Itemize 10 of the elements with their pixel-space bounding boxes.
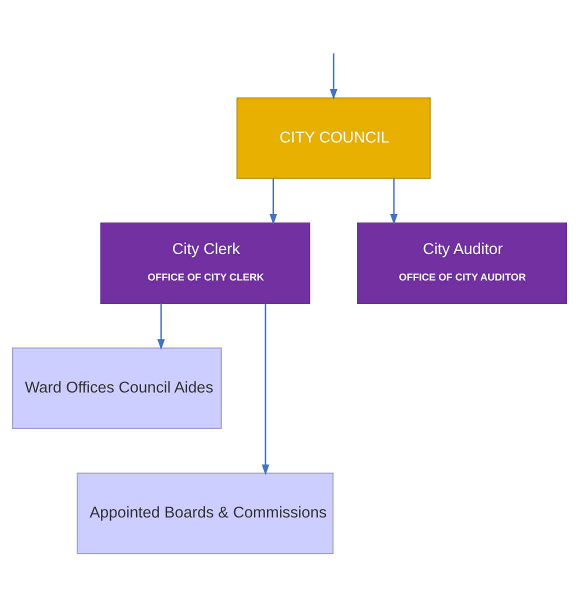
node-box: City Auditor OFFICE OF CITY AUDITOR bbox=[357, 222, 567, 304]
node-box: CITY COUNCIL bbox=[236, 96, 431, 178]
arrow bbox=[270, 178, 278, 224]
node-box: City Clerk OFFICE OF CITY CLERK bbox=[100, 222, 310, 304]
arrow bbox=[390, 178, 398, 224]
arrow bbox=[262, 303, 270, 475]
node-box: Appointed Boards & Commissions bbox=[76, 472, 334, 554]
arrow bbox=[330, 52, 338, 100]
node-box: Ward Offices Council Aides bbox=[12, 347, 222, 429]
arrow bbox=[157, 302, 165, 350]
